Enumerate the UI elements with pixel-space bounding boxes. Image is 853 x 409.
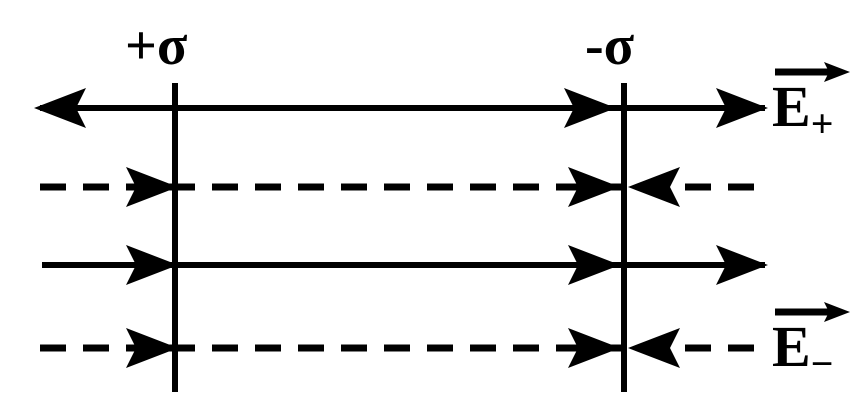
arrowhead-right-outer-row-2: [628, 167, 680, 207]
e-minus-vector-bar-arrowhead: [824, 302, 850, 322]
e-plus-vector-bar: [775, 62, 850, 82]
field-label-e-minus: E−: [772, 318, 833, 384]
field-line-row-2: [40, 167, 758, 207]
field-line-row-3: [42, 245, 768, 285]
arrowhead-right-outer-row-1: [716, 88, 768, 128]
arrowhead-right-inner-row-3: [568, 245, 620, 285]
field-label-e-plus-symbol: E: [772, 74, 811, 139]
field-label-e-minus-symbol: E: [772, 314, 811, 379]
arrowhead-left-plate-row-4: [126, 328, 178, 368]
arrowhead-right-outer-row-3: [716, 245, 768, 285]
arrowhead-right-outer-row-4: [628, 328, 680, 368]
arrowhead-left-plate-row-2: [126, 167, 178, 207]
arrowhead-right-inner-row-1: [564, 88, 616, 128]
field-label-e-plus: E+: [772, 78, 833, 144]
e-plus-vector-bar-arrowhead: [824, 62, 850, 82]
field-label-e-minus-subscript: −: [810, 341, 834, 387]
negative-sheet-label: -σ: [585, 15, 635, 77]
field-label-e-plus-subscript: +: [810, 101, 834, 147]
e-minus-vector-bar: [775, 302, 850, 322]
arrowhead-right-inner-row-2: [568, 167, 620, 207]
field-line-row-1: [34, 88, 768, 128]
arrowhead-left-outer-row-1: [34, 88, 86, 128]
arrowhead-right-inner-row-4: [568, 328, 620, 368]
arrowhead-left-plate-row-3: [126, 245, 178, 285]
positive-sheet-label: +σ: [125, 15, 188, 77]
field-line-row-4: [40, 328, 758, 368]
